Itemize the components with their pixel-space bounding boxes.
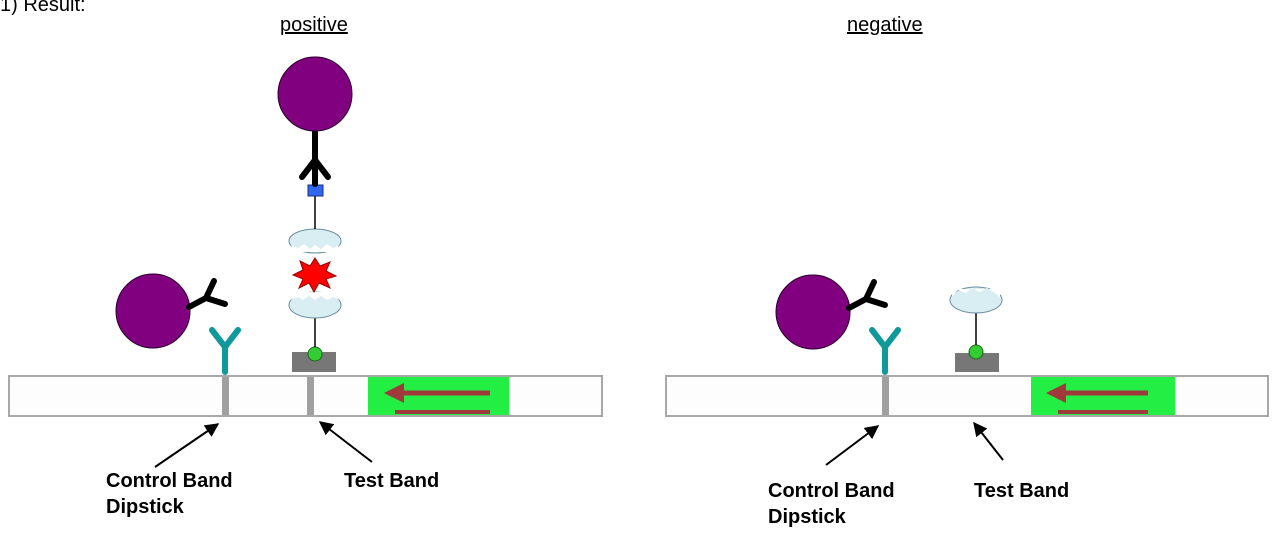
control-pointer-arrow-icon [825, 425, 880, 466]
capture-antibody-icon [209, 327, 241, 375]
dipstick-strip [665, 375, 1269, 417]
antibody-icon [299, 129, 331, 187]
capture-antibody-icon [869, 327, 901, 375]
ligand-icon [968, 344, 984, 360]
antibody-icon [186, 278, 228, 310]
bead-icon [775, 274, 851, 350]
control-band [882, 377, 889, 415]
result-header: 1) Result: [0, 0, 86, 16]
flow-zone [1031, 377, 1175, 415]
control-pointer-arrow-icon [154, 423, 220, 468]
ligand-icon [307, 346, 323, 362]
dipstick-label: Dipstick [106, 496, 184, 518]
pad-icon [955, 353, 999, 372]
negative-title: negative [847, 14, 923, 36]
test-band-label: Test Band [974, 480, 1070, 502]
test-pointer-arrow-icon [318, 421, 373, 463]
vesicle-rupture [290, 292, 340, 300]
flow-zone [368, 377, 509, 415]
vesicle-rupture [952, 288, 1000, 297]
burst-icon [291, 257, 338, 294]
negative-panel [665, 274, 1269, 466]
positive-panel [8, 56, 603, 468]
antibody-icon [846, 279, 888, 311]
bead-icon [115, 273, 191, 349]
pad-icon [292, 352, 336, 372]
dipstick-strip [8, 375, 603, 417]
control-band-label: Control Band [106, 470, 233, 492]
vesicle-icon [949, 286, 1003, 314]
test-pointer-arrow-icon [973, 421, 1004, 461]
dipstick-label: Dipstick [768, 506, 846, 528]
positive-title: positive [280, 14, 348, 36]
control-band [222, 377, 229, 415]
test-band-label: Test Band [344, 470, 440, 492]
vesicle-rupture [291, 244, 339, 252]
control-band-label: Control Band [768, 480, 895, 502]
test-band [307, 377, 314, 415]
bead-icon [277, 56, 353, 132]
